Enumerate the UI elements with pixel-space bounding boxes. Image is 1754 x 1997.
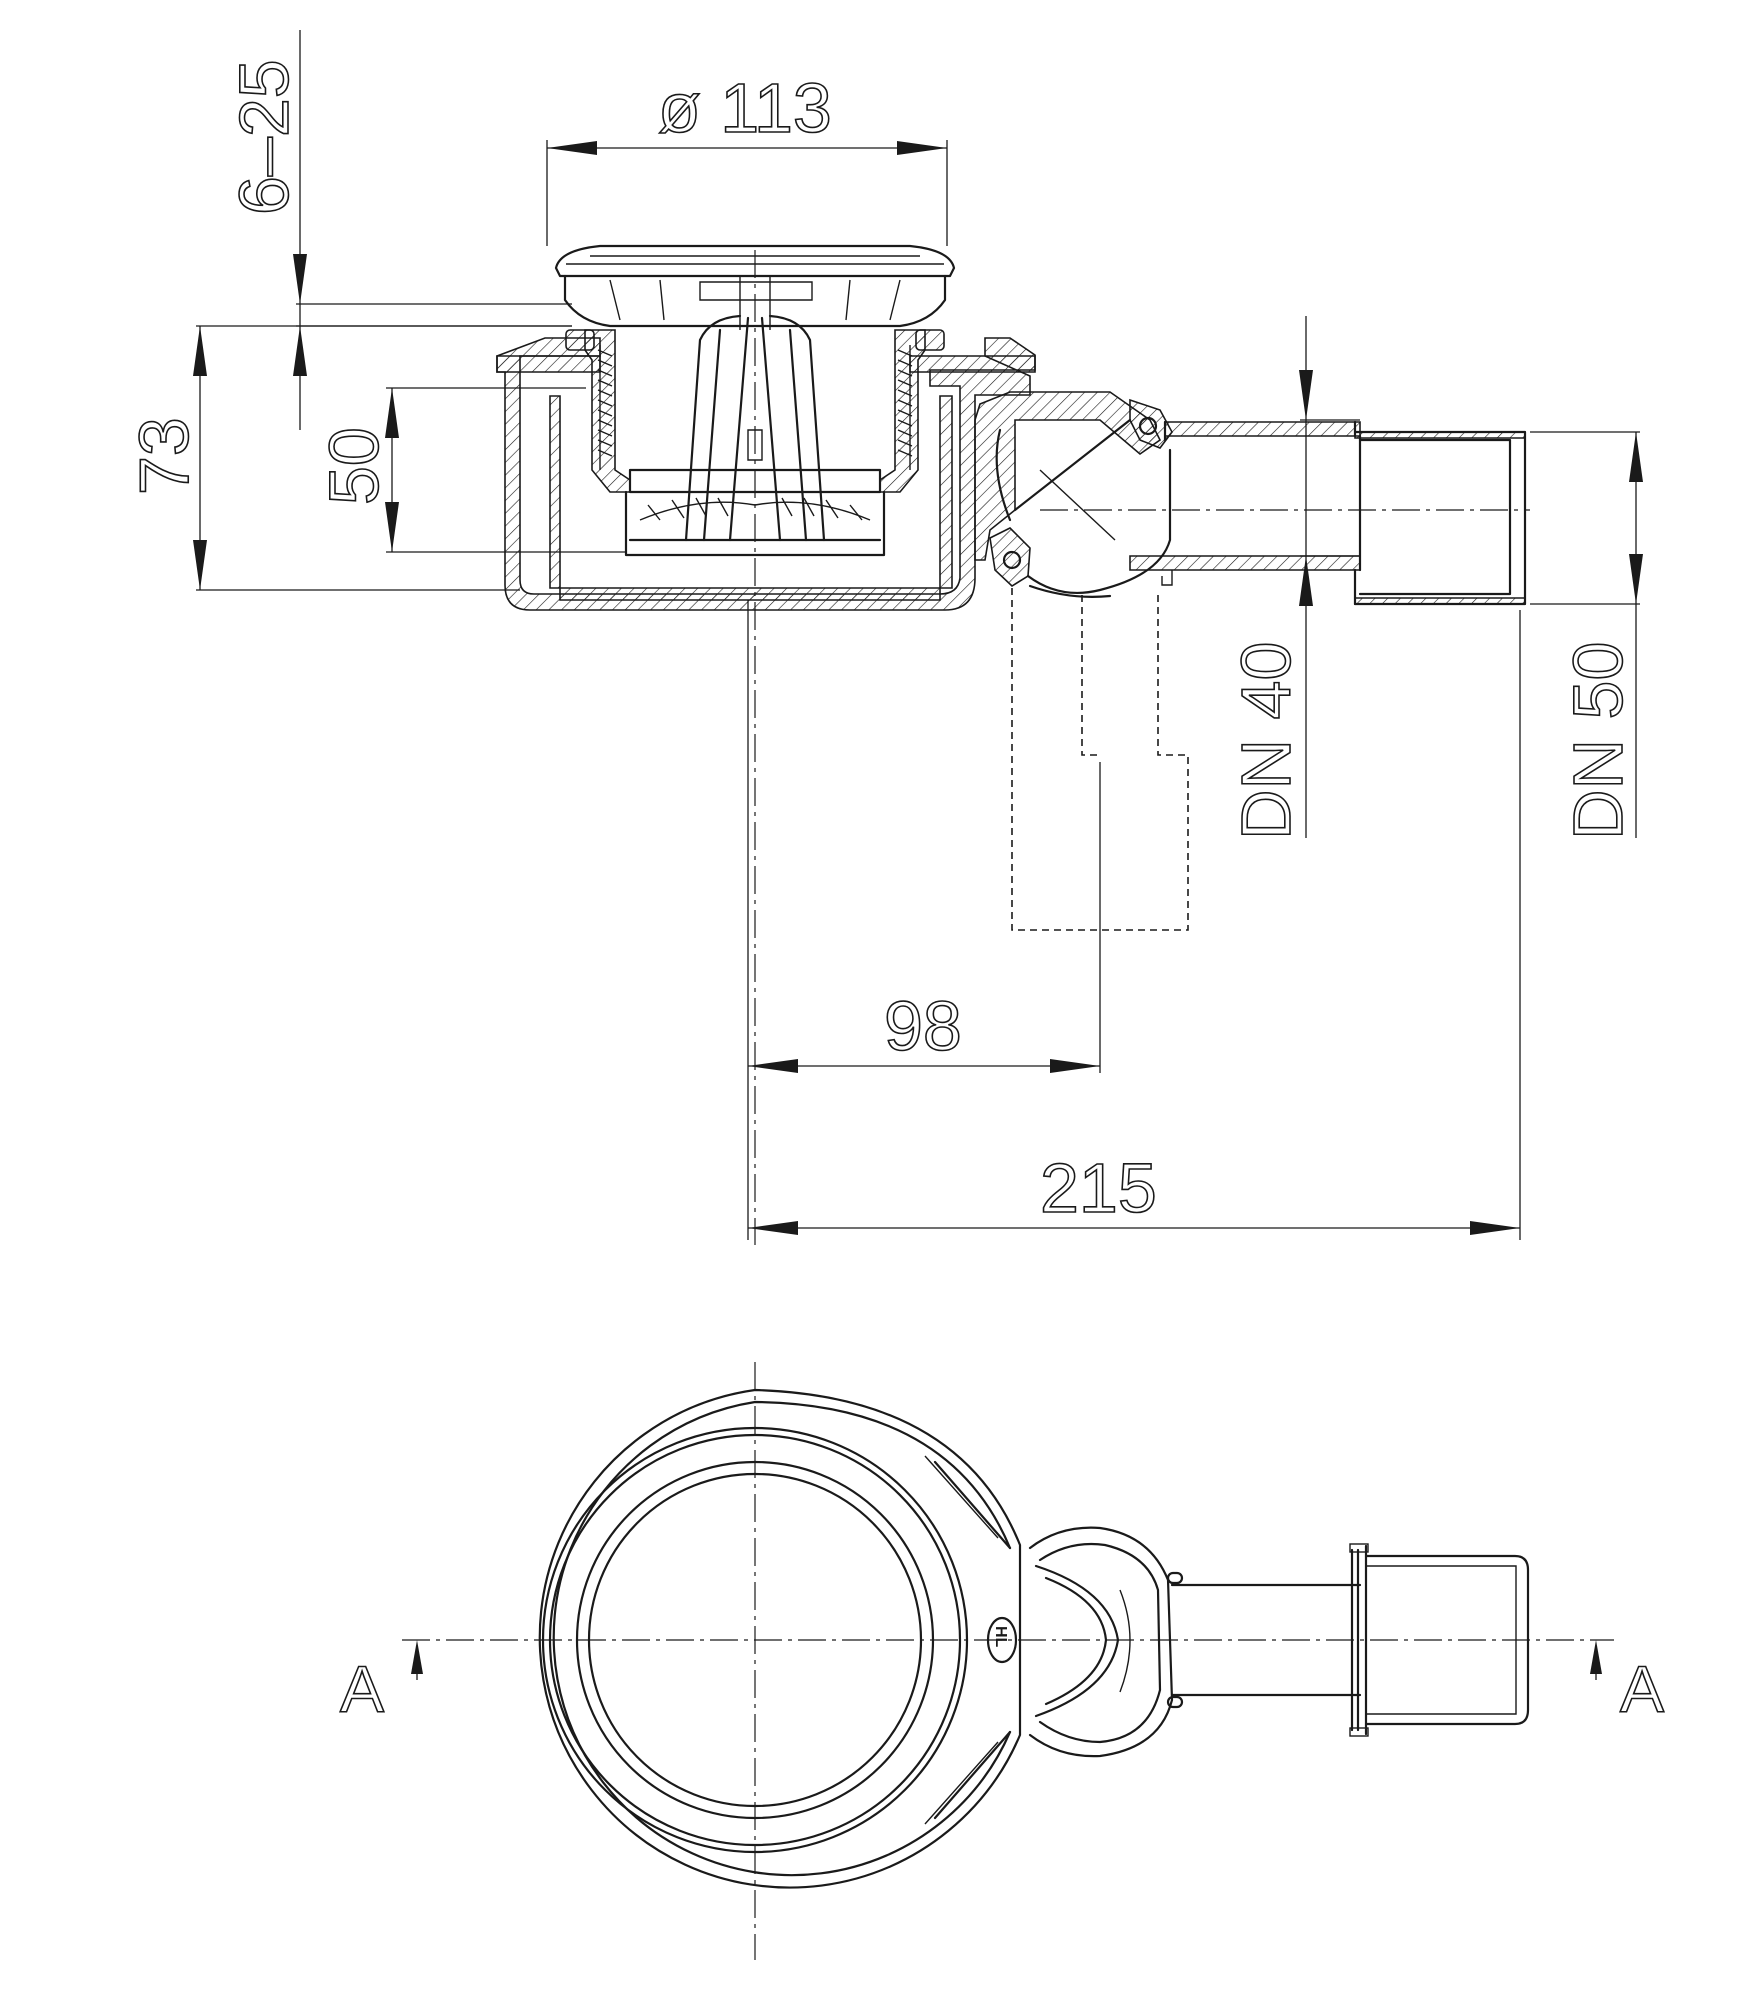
section-marker-right-label: A bbox=[1620, 1652, 1664, 1726]
dimension-outlet-offset: 98 bbox=[748, 986, 1100, 1073]
dn50-label: DN 50 bbox=[1559, 642, 1637, 840]
hl-logo: HL bbox=[986, 1616, 1018, 1664]
strainer-insert bbox=[565, 314, 945, 557]
outlet-elbow bbox=[974, 391, 1173, 598]
dimension-water-seal: 50 bbox=[314, 387, 626, 553]
cover-diameter-label: ø 113 bbox=[658, 69, 832, 147]
outlet-pipe bbox=[1040, 420, 1530, 606]
section-marker-left: A bbox=[339, 1640, 423, 1727]
plan-pipe bbox=[1166, 1543, 1530, 1737]
plan-elbow bbox=[1028, 1526, 1174, 1758]
dn40-label: DN 40 bbox=[1227, 642, 1305, 840]
overall-length-label: 215 bbox=[1040, 1149, 1157, 1227]
section-view bbox=[496, 244, 1530, 1245]
dimension-cover-diameter: ø 113 bbox=[546, 68, 948, 246]
dimension-dn40: DN 40 bbox=[1226, 316, 1360, 841]
hl-logo-text: HL bbox=[992, 1626, 1009, 1648]
section-marker-left-label: A bbox=[340, 1652, 384, 1726]
adjust-range-label: 6–25 bbox=[225, 59, 303, 215]
section-marker-right: A bbox=[1590, 1640, 1665, 1727]
dimension-total-height: 73 bbox=[124, 325, 572, 591]
dimension-overall-length: 215 bbox=[747, 600, 1521, 1240]
total-height-label: 73 bbox=[125, 417, 203, 495]
outlet-offset-label: 98 bbox=[884, 987, 962, 1065]
plan-view: HL A A bbox=[339, 1362, 1665, 1960]
plan-body bbox=[538, 1388, 1022, 1889]
water-seal-label: 50 bbox=[315, 427, 393, 505]
drain-cover bbox=[554, 244, 956, 330]
trap-body bbox=[496, 337, 1036, 611]
vertical-outlet-option bbox=[1011, 588, 1189, 1073]
dimension-dn50: DN 50 bbox=[1530, 431, 1643, 841]
dimension-lines: ø 113 6–25 73 50 bbox=[124, 30, 1643, 1240]
